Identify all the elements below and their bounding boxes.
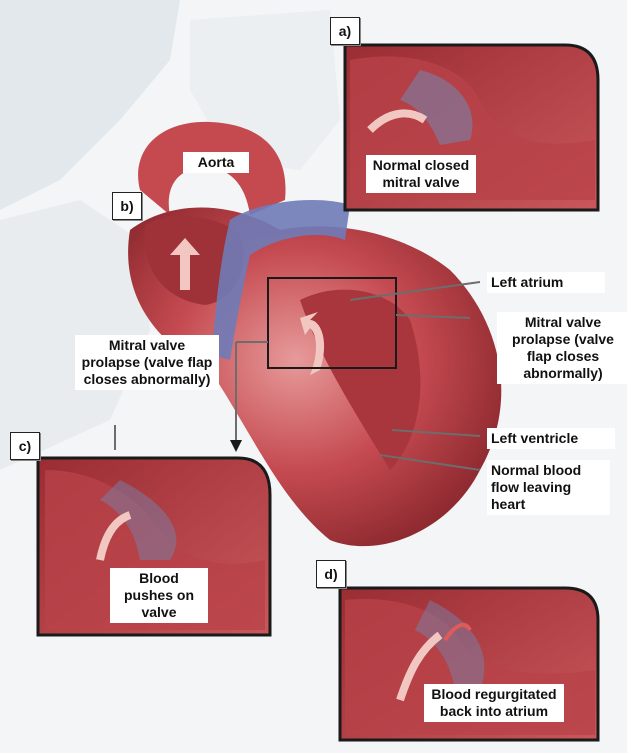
- normal-closed-valve-label: Normal closed mitral valve: [366, 155, 476, 193]
- regurgitated-label: Blood regurgitated back into atrium: [424, 684, 564, 722]
- mitral-prolapse-label-left: Mitral valve prolapse (valve flap closes…: [75, 335, 219, 390]
- aorta-label: Aorta: [183, 152, 249, 173]
- mitral-prolapse-label-right: Mitral valve prolapse (valve flap closes…: [497, 312, 627, 384]
- panel-d-tag: d): [316, 560, 346, 588]
- blood-pushes-label: Blood pushes on valve: [110, 568, 208, 623]
- normal-flow-label: Normal blood flow leaving heart: [487, 460, 610, 515]
- pointer-arrowhead: [230, 440, 242, 452]
- panel-a-tag: a): [330, 17, 360, 45]
- panel-c-tag: c): [10, 432, 40, 460]
- left-ventricle-label: Left ventricle: [487, 428, 615, 449]
- left-atrium-label: Left atrium: [487, 272, 605, 293]
- panel-b-tag: b): [112, 192, 142, 220]
